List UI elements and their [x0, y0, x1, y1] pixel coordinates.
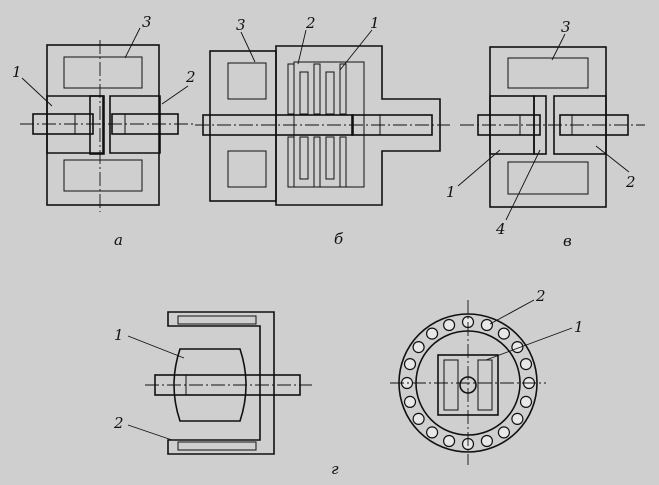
- coil-magnet-b: [209, 50, 277, 202]
- figure-g-side: 1 2: [113, 311, 312, 455]
- leader-3-a: [124, 27, 141, 59]
- housing-b: [275, 45, 441, 206]
- label-2-a: 2: [185, 68, 196, 86]
- leader-1-b: [339, 29, 373, 71]
- label-1-g-end: 1: [574, 318, 584, 336]
- pin-hole: [426, 426, 439, 439]
- leader-4-v: [505, 149, 541, 221]
- caption-a: а: [114, 231, 123, 249]
- pin-hole: [412, 412, 425, 425]
- leader-2-v: [595, 145, 630, 173]
- label-2-v: 2: [625, 173, 636, 191]
- leader-1-a: [21, 77, 53, 107]
- figure-a: 1 2 3 а: [12, 13, 196, 249]
- label-1-v: 1: [446, 183, 456, 201]
- leader-2-a: [161, 85, 189, 105]
- label-1-g: 1: [114, 326, 124, 344]
- coil-housing-v: [489, 46, 607, 208]
- label-4-v: 4: [495, 220, 506, 238]
- label-2-g-end: 2: [535, 287, 546, 305]
- pin-hole: [511, 412, 524, 425]
- pin-hole: [443, 318, 456, 332]
- pin-hole: [519, 395, 533, 408]
- figure-b: 3 2 1 б: [195, 14, 450, 248]
- pin-hole: [403, 395, 417, 408]
- pin-hole: [443, 434, 456, 448]
- left-half-coupling-a: [46, 95, 105, 155]
- pin-hole: [519, 358, 533, 371]
- pin-hole: [480, 318, 493, 332]
- leader-1-g-end: [485, 327, 573, 361]
- leader-1-v: [457, 149, 501, 187]
- pin-hole: [511, 341, 524, 354]
- label-3-b: 3: [236, 16, 246, 34]
- leader-3-v: [551, 33, 566, 61]
- caption-g: г: [331, 460, 339, 478]
- label-3-a: 3: [142, 13, 152, 31]
- leader-3-b: [240, 31, 256, 63]
- figure-v: 3 1 2 4 в: [446, 18, 645, 250]
- pin-hole: [426, 327, 439, 340]
- magnet-stack-g: [173, 348, 247, 422]
- label-1-a: 1: [12, 63, 22, 81]
- label-3-v: 3: [561, 18, 571, 36]
- caption-b: б: [334, 230, 344, 248]
- leader-2-g: [127, 424, 173, 441]
- label-2-b: 2: [305, 14, 316, 32]
- friction-discs-b: [287, 63, 347, 188]
- right-half-coupling-a: [109, 95, 161, 154]
- caption-v: в: [563, 232, 572, 250]
- pin-hole: [497, 426, 510, 439]
- leader-2-b: [297, 29, 307, 65]
- leader-2-g-end: [489, 299, 535, 325]
- leader-1-g: [127, 335, 185, 359]
- label-2-g: 2: [113, 414, 124, 432]
- pin-hole: [403, 358, 417, 371]
- figure-g-end: 2 1 г: [331, 287, 584, 478]
- pin-hole: [480, 434, 493, 448]
- label-1-b: 1: [370, 14, 380, 32]
- pin-hole: [497, 327, 510, 340]
- outer-yoke-g: [167, 311, 275, 455]
- pin-hole: [412, 341, 425, 354]
